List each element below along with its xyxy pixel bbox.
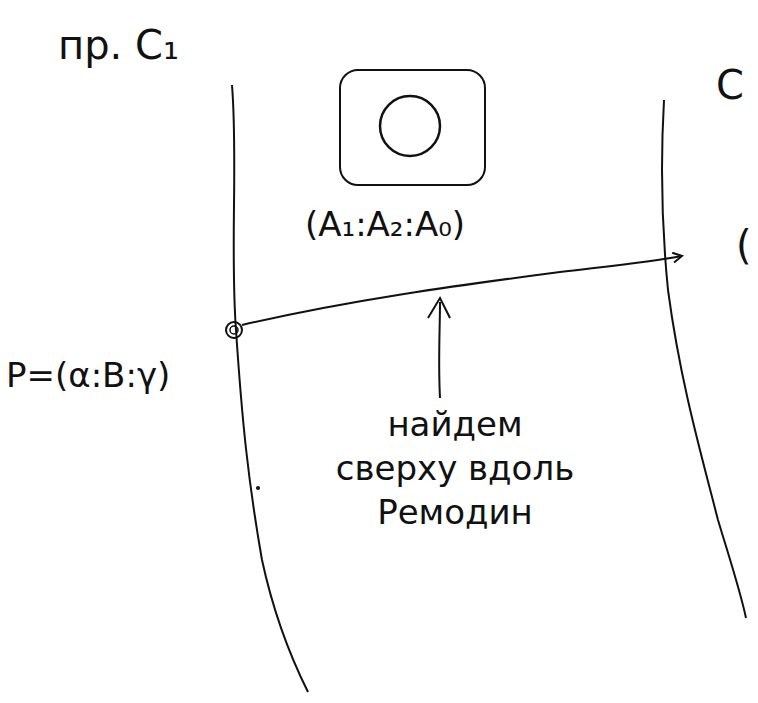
- curve-label: C: [716, 62, 744, 108]
- coordinates-label: (A₁:A₂:A₀): [305, 205, 465, 244]
- source-circle: [380, 96, 440, 156]
- curve-c1: [232, 85, 308, 692]
- ray-arrow: [242, 256, 682, 325]
- leader-arrow: [438, 302, 441, 398]
- leader-arrowhead: [428, 298, 450, 318]
- curve-c2: [662, 100, 746, 618]
- point-p-inner: [230, 326, 238, 334]
- note-text: найдем сверху вдоль Ремодин: [330, 402, 580, 535]
- point-label: P=(α:B:γ): [6, 356, 170, 395]
- point-p: [226, 322, 242, 338]
- curve-label: пр. C₁: [58, 22, 179, 68]
- dot: [256, 486, 260, 490]
- source-box: [340, 70, 485, 185]
- bracket-label: (: [736, 222, 752, 268]
